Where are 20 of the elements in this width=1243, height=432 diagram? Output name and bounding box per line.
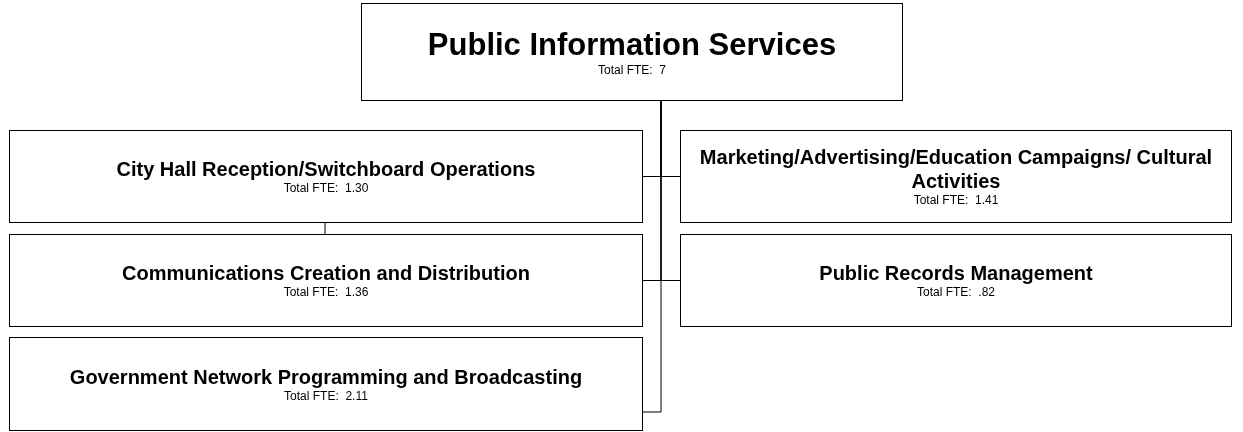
fte-count: Total FTE: 1.30 <box>283 181 369 196</box>
unit-title: Marketing/Advertising/Education Campaigns/ Cultural Activities <box>698 145 1214 193</box>
org-unit-box <box>680 234 1232 327</box>
unit-title: City Hall Reception/Switchboard Operations <box>116 157 536 181</box>
fte-count: Total FTE: 1.36 <box>283 285 369 300</box>
connector-line <box>324 222 326 235</box>
unit-title: Public Information Services <box>427 26 837 63</box>
unit-title: Public Records Management <box>819 261 1093 285</box>
unit-title: Government Network Programming and Broadcasting <box>69 364 583 389</box>
fte-count: Total FTE: 1.41 <box>913 193 999 208</box>
org-unit-box <box>361 3 903 101</box>
org-unit-box <box>9 130 643 223</box>
org-unit-box <box>9 337 643 431</box>
fte-count: Total FTE: 2.11 <box>284 388 368 404</box>
org-unit-box <box>9 234 643 327</box>
connector-line <box>642 100 662 413</box>
fte-count: Total FTE: .82 <box>917 285 995 300</box>
fte-count: Total FTE: 7 <box>598 62 666 78</box>
unit-title: Communications Creation and Distribution <box>122 261 530 285</box>
org-unit-box <box>680 130 1232 223</box>
